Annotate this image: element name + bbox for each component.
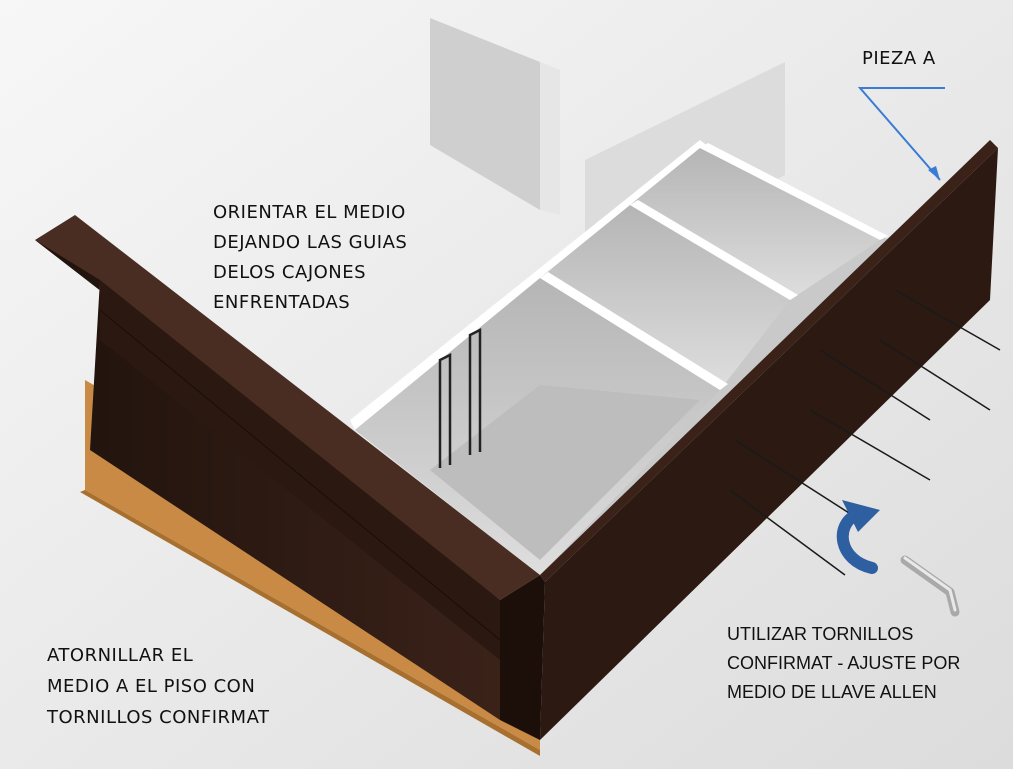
drawer-guide-markers xyxy=(438,327,482,468)
atornillar-note: ATORNILLAR EL MEDIO A EL PISO CON TORNIL… xyxy=(47,640,270,733)
pieza-a-panel xyxy=(500,140,998,740)
back-divider-panel xyxy=(430,18,560,215)
utilizar-line-1: UTILIZAR TORNILLOS xyxy=(727,624,914,644)
orientar-line-4: ENFRENTADAS xyxy=(213,292,351,313)
atornillar-line-1: ATORNILLAR EL xyxy=(47,645,194,666)
left-side-panel xyxy=(35,215,540,720)
orientar-line-2: DEJANDO LAS GUIAS xyxy=(213,232,408,253)
orientar-line-1: ORIENTAR EL MEDIO xyxy=(213,202,406,223)
pieza-a-leader xyxy=(857,87,945,181)
curved-arrow-icon xyxy=(836,500,880,574)
utilizar-note: UTILIZAR TORNILLOS CONFIRMAT - AJUSTE PO… xyxy=(727,620,960,707)
screw-guide-lines xyxy=(729,289,1001,576)
orientar-note: ORIENTAR EL MEDIO DEJANDO LAS GUIAS DELO… xyxy=(213,198,407,318)
pieza-a-label: PIEZA A xyxy=(862,48,936,69)
drawer-compartments xyxy=(355,143,890,575)
utilizar-line-3: MEDIO DE LLAVE ALLEN xyxy=(727,682,937,702)
atornillar-line-3: TORNILLOS CONFIRMAT xyxy=(47,707,270,728)
orientar-line-3: DELOS CAJONES xyxy=(213,262,367,283)
utilizar-line-2: CONFIRMAT - AJUSTE POR xyxy=(727,653,961,673)
atornillar-line-2: MEDIO A EL PISO CON xyxy=(47,676,256,697)
